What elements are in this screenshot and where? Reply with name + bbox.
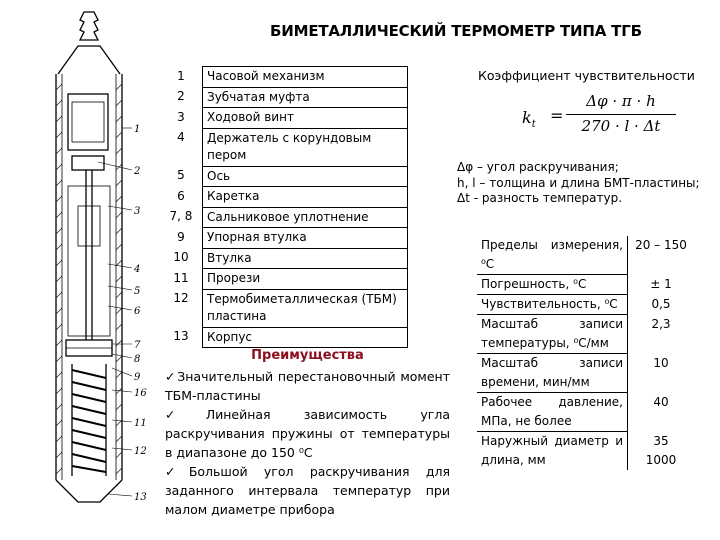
part-name: Термобиметаллическая (ТБМ) пластина: [202, 288, 408, 328]
formula-equals: =: [550, 106, 564, 125]
advantage-item: ✓Большой угол раскручивания для заданног…: [165, 464, 450, 517]
drawing-label: 12: [134, 446, 147, 457]
drawing-label: 7: [134, 340, 141, 351]
part-name: Корпус: [202, 326, 408, 348]
page-title: БИМЕТАЛЛИЧЕСКИЙ ТЕРМОМЕТР ТИПА ТГБ: [270, 22, 642, 40]
spec-label: Наружный диаметр и длина, мм: [477, 431, 628, 470]
spec-label: Чувствительность, ⁰С: [477, 294, 628, 315]
drawing-label: 16: [134, 388, 147, 399]
checkmark-icon: ✓: [165, 369, 177, 384]
part-name: Часовой механизм: [202, 66, 408, 88]
drawing-label: 4: [133, 264, 140, 275]
drawing-label: 5: [134, 286, 140, 297]
drawing-label: 9: [134, 372, 141, 383]
part-number: 1: [160, 66, 203, 87]
spec-row: Рабочее давление, МПа, не более 40: [477, 392, 694, 432]
checkmark-icon: ✓: [165, 407, 205, 422]
drawing-label: 13: [134, 492, 147, 503]
spec-row: Наружный диаметр и длина, мм 35 1000: [477, 431, 694, 470]
spec-value: 10: [653, 355, 669, 370]
drawing-label: 1: [134, 124, 140, 135]
spec-label: Пределы измерения, ⁰С: [477, 236, 628, 275]
spec-value: 20 – 150: [635, 238, 687, 252]
legend-line: Δφ – угол раскручивания;: [457, 160, 619, 174]
fraction-bar: [566, 114, 676, 115]
part-number: 10: [160, 248, 203, 269]
coefficient-title: Коэффициент чувствительности: [478, 68, 695, 83]
legend-line: Δt - разность температур.: [457, 191, 623, 205]
spec-value: 40: [653, 394, 669, 409]
drawing-label: 2: [133, 166, 140, 177]
part-number: 3: [160, 107, 203, 128]
sensitivity-formula: kt = Δφ · π · h 270 · l · Δt: [520, 92, 680, 142]
spec-row: Чувствительность, ⁰С 0,5: [477, 294, 694, 315]
spec-row: Погрешность, ⁰С ± 1: [477, 274, 694, 295]
part-name: Держатель с корундовым пером: [202, 127, 408, 167]
advantages-title: Преимущества: [251, 348, 364, 363]
advantage-item: ✓Линейная зависимость угла раскручивания…: [165, 407, 450, 460]
spec-value: 2,3: [651, 316, 671, 331]
part-number: 2: [160, 87, 203, 108]
part-number: 4: [160, 128, 203, 166]
drawing-label: 3: [134, 206, 140, 217]
part-number: 6: [160, 186, 203, 207]
spec-label: Рабочее давление, МПа, не более: [477, 392, 628, 432]
spec-value: 0,5: [651, 296, 671, 311]
spec-row: Пределы измерения, ⁰С 20 – 150: [477, 236, 694, 275]
formula-lhs: kt: [522, 108, 536, 131]
formula-legend: Δφ – угол раскручивания; h, l – толщина …: [457, 160, 717, 207]
part-number: 11: [160, 268, 203, 289]
part-number: 13: [160, 327, 203, 348]
spec-row: Масштаб записи времени, мин/мм 10: [477, 353, 694, 393]
part-number: 7, 8: [160, 207, 203, 228]
part-name: Зубчатая муфта: [202, 86, 408, 108]
part-number: 9: [160, 227, 203, 248]
drawing-label: 11: [134, 418, 147, 429]
spec-value: 35 1000: [645, 433, 677, 467]
formula-denominator: 270 · l · Δt: [581, 117, 661, 135]
legend-line: h, l – толщина и длина БМТ-пластины;: [457, 175, 700, 190]
checkmark-icon: ✓: [165, 464, 188, 479]
part-name: Втулка: [202, 247, 408, 269]
part-name: Ось: [202, 165, 408, 187]
spec-label: Масштаб записи температуры, ⁰С/мм: [477, 314, 628, 354]
part-number: 12: [160, 289, 203, 327]
spec-value: ± 1: [650, 276, 672, 291]
spec-label: Погрешность, ⁰С: [477, 274, 628, 295]
advantages-block: Преимущества ✓Значительный перестановочн…: [165, 346, 450, 519]
spec-label: Масштаб записи времени, мин/мм: [477, 353, 628, 393]
part-name: Сальниковое уплотнение: [202, 206, 408, 228]
part-name: Ходовой винт: [202, 107, 408, 129]
part-number: 5: [160, 166, 203, 187]
part-name: Упорная втулка: [202, 227, 408, 249]
advantage-item: ✓Значительный перестановочный момент ТБМ…: [165, 369, 450, 403]
formula-numerator: Δφ · π · h: [586, 92, 656, 110]
spec-row: Масштаб записи температуры, ⁰С/мм 2,3: [477, 314, 694, 354]
drawing-label: 8: [134, 354, 140, 365]
drawing-label: 6: [134, 306, 141, 317]
thermometer-drawing: 1 2 3 4 5 6 7 8 9 16 11 12 13: [55, 11, 147, 503]
part-name: Каретка: [202, 186, 408, 208]
part-name: Прорези: [202, 268, 408, 290]
